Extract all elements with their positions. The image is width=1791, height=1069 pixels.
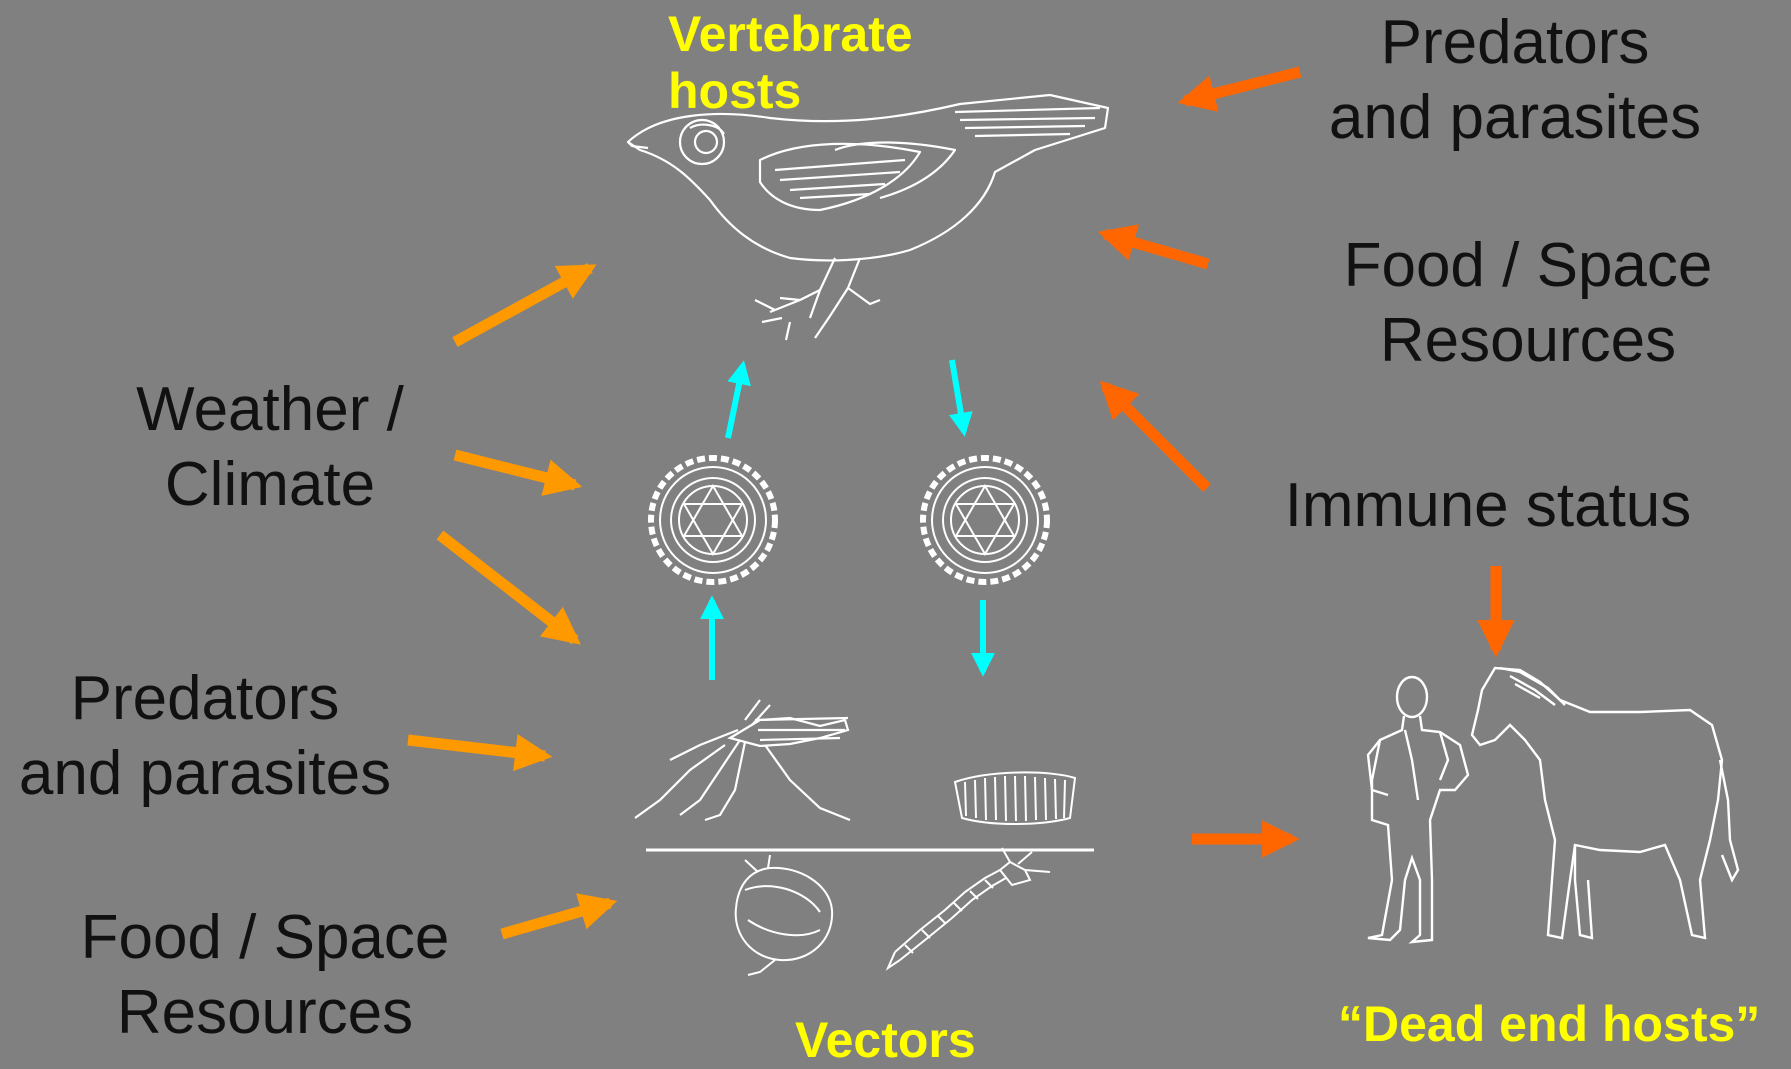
food-top-line-2: Resources <box>1318 303 1738 378</box>
weather-line-1: Weather / <box>110 372 430 447</box>
bird-icon <box>628 95 1108 340</box>
arrow-weather-to-bird <box>455 268 590 342</box>
left-factor-arrows <box>408 268 610 934</box>
arrow-bird-to-virus <box>952 360 964 432</box>
arrow-food-to-vector <box>502 903 610 934</box>
arrow-predators-to-vector <box>408 740 545 756</box>
pupa-icon <box>736 855 832 975</box>
horse-icon <box>1472 668 1738 938</box>
immune-status-label: Immune status <box>1268 468 1708 543</box>
weather-line-2: Climate <box>110 447 430 522</box>
predators-parasites-label-left: Predators and parasites <box>0 661 410 811</box>
food-left-line-2: Resources <box>55 975 475 1050</box>
predators-top-line-2: and parasites <box>1310 80 1720 155</box>
mosquito-icon <box>635 700 850 820</box>
arrow-immune-to-bird <box>1105 386 1207 488</box>
man-icon <box>1368 677 1468 942</box>
arrow-weather-to-vector <box>440 535 575 640</box>
vectors-label: Vectors <box>795 1012 976 1069</box>
predators-parasites-label-top: Predators and parasites <box>1310 5 1720 155</box>
arrow-food-to-bird <box>1105 234 1208 264</box>
arrow-virus-to-bird <box>728 365 743 438</box>
food-space-label-top: Food / Space Resources <box>1318 228 1738 378</box>
predators-top-line-1: Predators <box>1310 5 1720 80</box>
arrow-weather-to-virus <box>455 455 575 485</box>
predators-left-line-2: and parasites <box>0 736 410 811</box>
vertebrate-hosts-label: Vertebrate hosts <box>668 6 958 120</box>
dead-end-hosts-label: “Dead end hosts” <box>1338 996 1760 1053</box>
virus-particle-icon <box>923 458 1047 582</box>
larva-icon <box>888 848 1050 968</box>
food-left-line-1: Food / Space <box>55 900 475 975</box>
food-space-label-left: Food / Space Resources <box>55 900 475 1050</box>
egg-raft-icon <box>955 772 1075 824</box>
predators-left-line-1: Predators <box>0 661 410 736</box>
virus-particle-icon <box>651 458 775 582</box>
food-top-line-1: Food / Space <box>1318 228 1738 303</box>
arrow-predators-to-bird <box>1185 72 1300 101</box>
weather-climate-label: Weather / Climate <box>110 372 430 522</box>
right-factor-arrows <box>1105 72 1496 839</box>
